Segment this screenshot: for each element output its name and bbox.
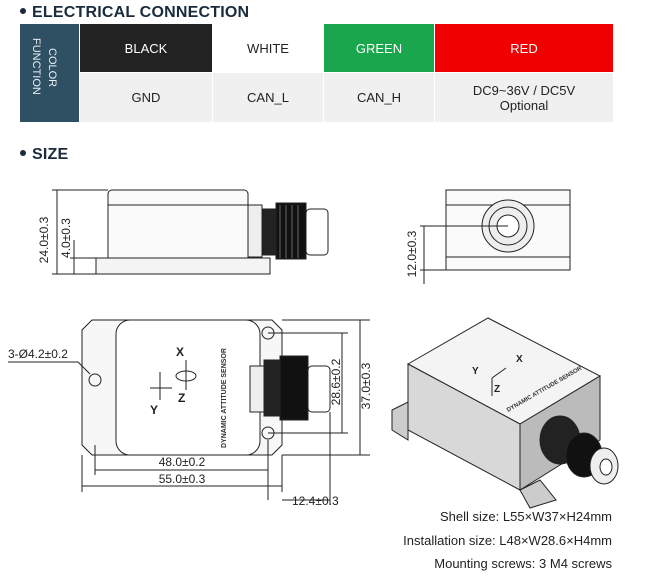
dim-install-length: 48.0±0.2 (159, 455, 206, 469)
dim-connector-length: 12.4±0.3 (292, 494, 339, 508)
power-range: DC9~36V / DC5V (472, 82, 576, 98)
electrical-connection-title: ELECTRICAL CONNECTION (32, 4, 250, 21)
dim-connector-height: 12.0±0.3 (405, 230, 419, 277)
dim-shell-length: 55.0±0.3 (159, 472, 206, 486)
size-heading: SIZE (20, 146, 68, 164)
wire-color-black: BLACK (80, 24, 212, 72)
spec-mounting-screws: Mounting screws: 3 M4 screws (434, 556, 612, 571)
spec-shell-size: Shell size: L55×W37×H24mm (440, 509, 612, 524)
axis-x-label: X (176, 345, 184, 359)
iso-axis-y-label: Y (472, 366, 479, 377)
top-view (8, 319, 370, 505)
iso-axis-z-label: Z (494, 384, 500, 395)
wire-color-white: WHITE (213, 24, 323, 72)
end-view (420, 189, 571, 284)
function-can-h: CAN_H (324, 73, 434, 122)
function-power: DC9~36V / DC5V Optional (435, 73, 613, 122)
axis-y-label: Y (150, 403, 158, 417)
power-optional: Optional (499, 97, 549, 113)
electrical-connection-heading: ELECTRICAL CONNECTION (20, 4, 249, 22)
spec-installation-size: Installation size: L48×W28.6×H4mm (403, 533, 612, 548)
dim-shell-width: 37.0±0.3 (359, 362, 373, 409)
size-title: SIZE (32, 146, 69, 163)
function-can-l: CAN_L (213, 73, 323, 122)
dim-flange: 4.0±0.3 (59, 218, 73, 258)
color-function-header: COLOR FUNCTION (20, 24, 79, 122)
bullet-icon (20, 149, 26, 156)
iso-axis-x-label: X (516, 354, 523, 365)
wire-color-green: GREEN (324, 24, 434, 72)
dim-holes: 3-Ø4.2±0.2 (8, 347, 68, 361)
dim-height: 24.0±0.3 (37, 216, 51, 263)
wire-color-red: RED (435, 24, 613, 72)
side-view (52, 189, 329, 275)
function-gnd: GND (80, 73, 212, 122)
dim-install-width: 28.6±0.2 (329, 358, 343, 405)
isometric-view (391, 317, 619, 509)
sensor-label-top: DYNAMIC ATTITUDE SENSOR (221, 348, 228, 448)
bullet-icon (20, 7, 26, 14)
electrical-connection-table: COLOR FUNCTION BLACK WHITE GREEN RED GND… (20, 24, 613, 122)
axis-z-label: Z (178, 391, 185, 405)
